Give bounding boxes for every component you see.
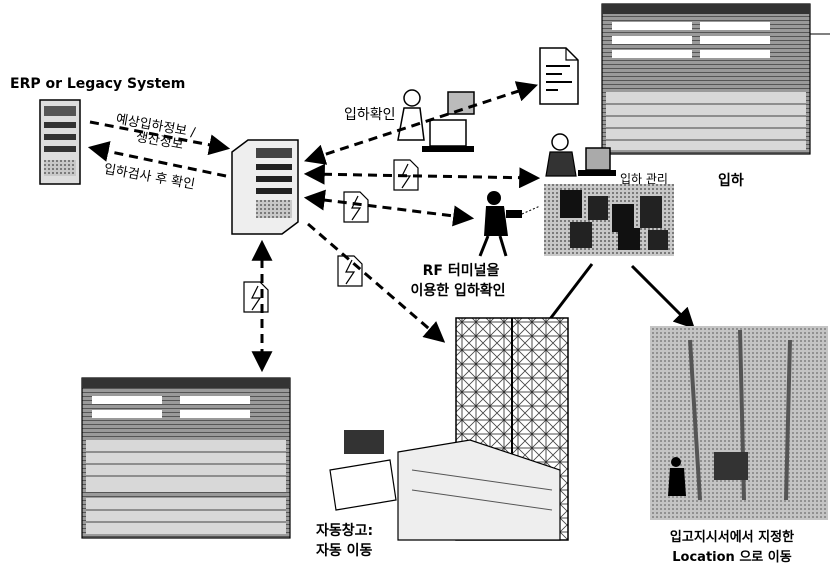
erp-system-label: ERP or Legacy System	[10, 76, 186, 92]
dashed-arrows	[87, 81, 541, 373]
central-server-icon	[231, 139, 299, 235]
rf-receipt-confirm-label: 이용한 입하확인	[410, 283, 506, 299]
location-move-photo	[650, 326, 828, 520]
receipt-management-label: 입하 관리	[620, 172, 668, 186]
stacked-boxes-image	[544, 184, 674, 256]
location-move-label: Location 으로 이동	[672, 550, 792, 565]
lightning-doc-icon	[243, 281, 269, 313]
erp-screen-image	[81, 377, 291, 539]
auto-move-label: 자동 이동	[316, 543, 373, 559]
lightning-doc-icon	[343, 191, 369, 223]
putaway-instruction-label: 입고지시서에서 지정한	[669, 530, 795, 545]
automated-warehouse-image	[329, 317, 569, 541]
operator-at-computer-icon	[397, 89, 475, 152]
lightning-doc-icon	[337, 255, 363, 287]
receipt-confirm-label: 입하확인	[344, 107, 396, 123]
rf-terminal-label: RF 터미널을	[422, 263, 500, 279]
auto-warehouse-label: 자동창고:	[316, 523, 374, 539]
receipt-manager-icon	[545, 133, 616, 177]
erp-server-icon	[39, 99, 81, 185]
rf-terminal-user-icon	[478, 191, 541, 257]
receipt-label: 입하	[718, 173, 744, 189]
receipt-screen-image	[601, 3, 830, 155]
document-icon	[539, 47, 579, 105]
